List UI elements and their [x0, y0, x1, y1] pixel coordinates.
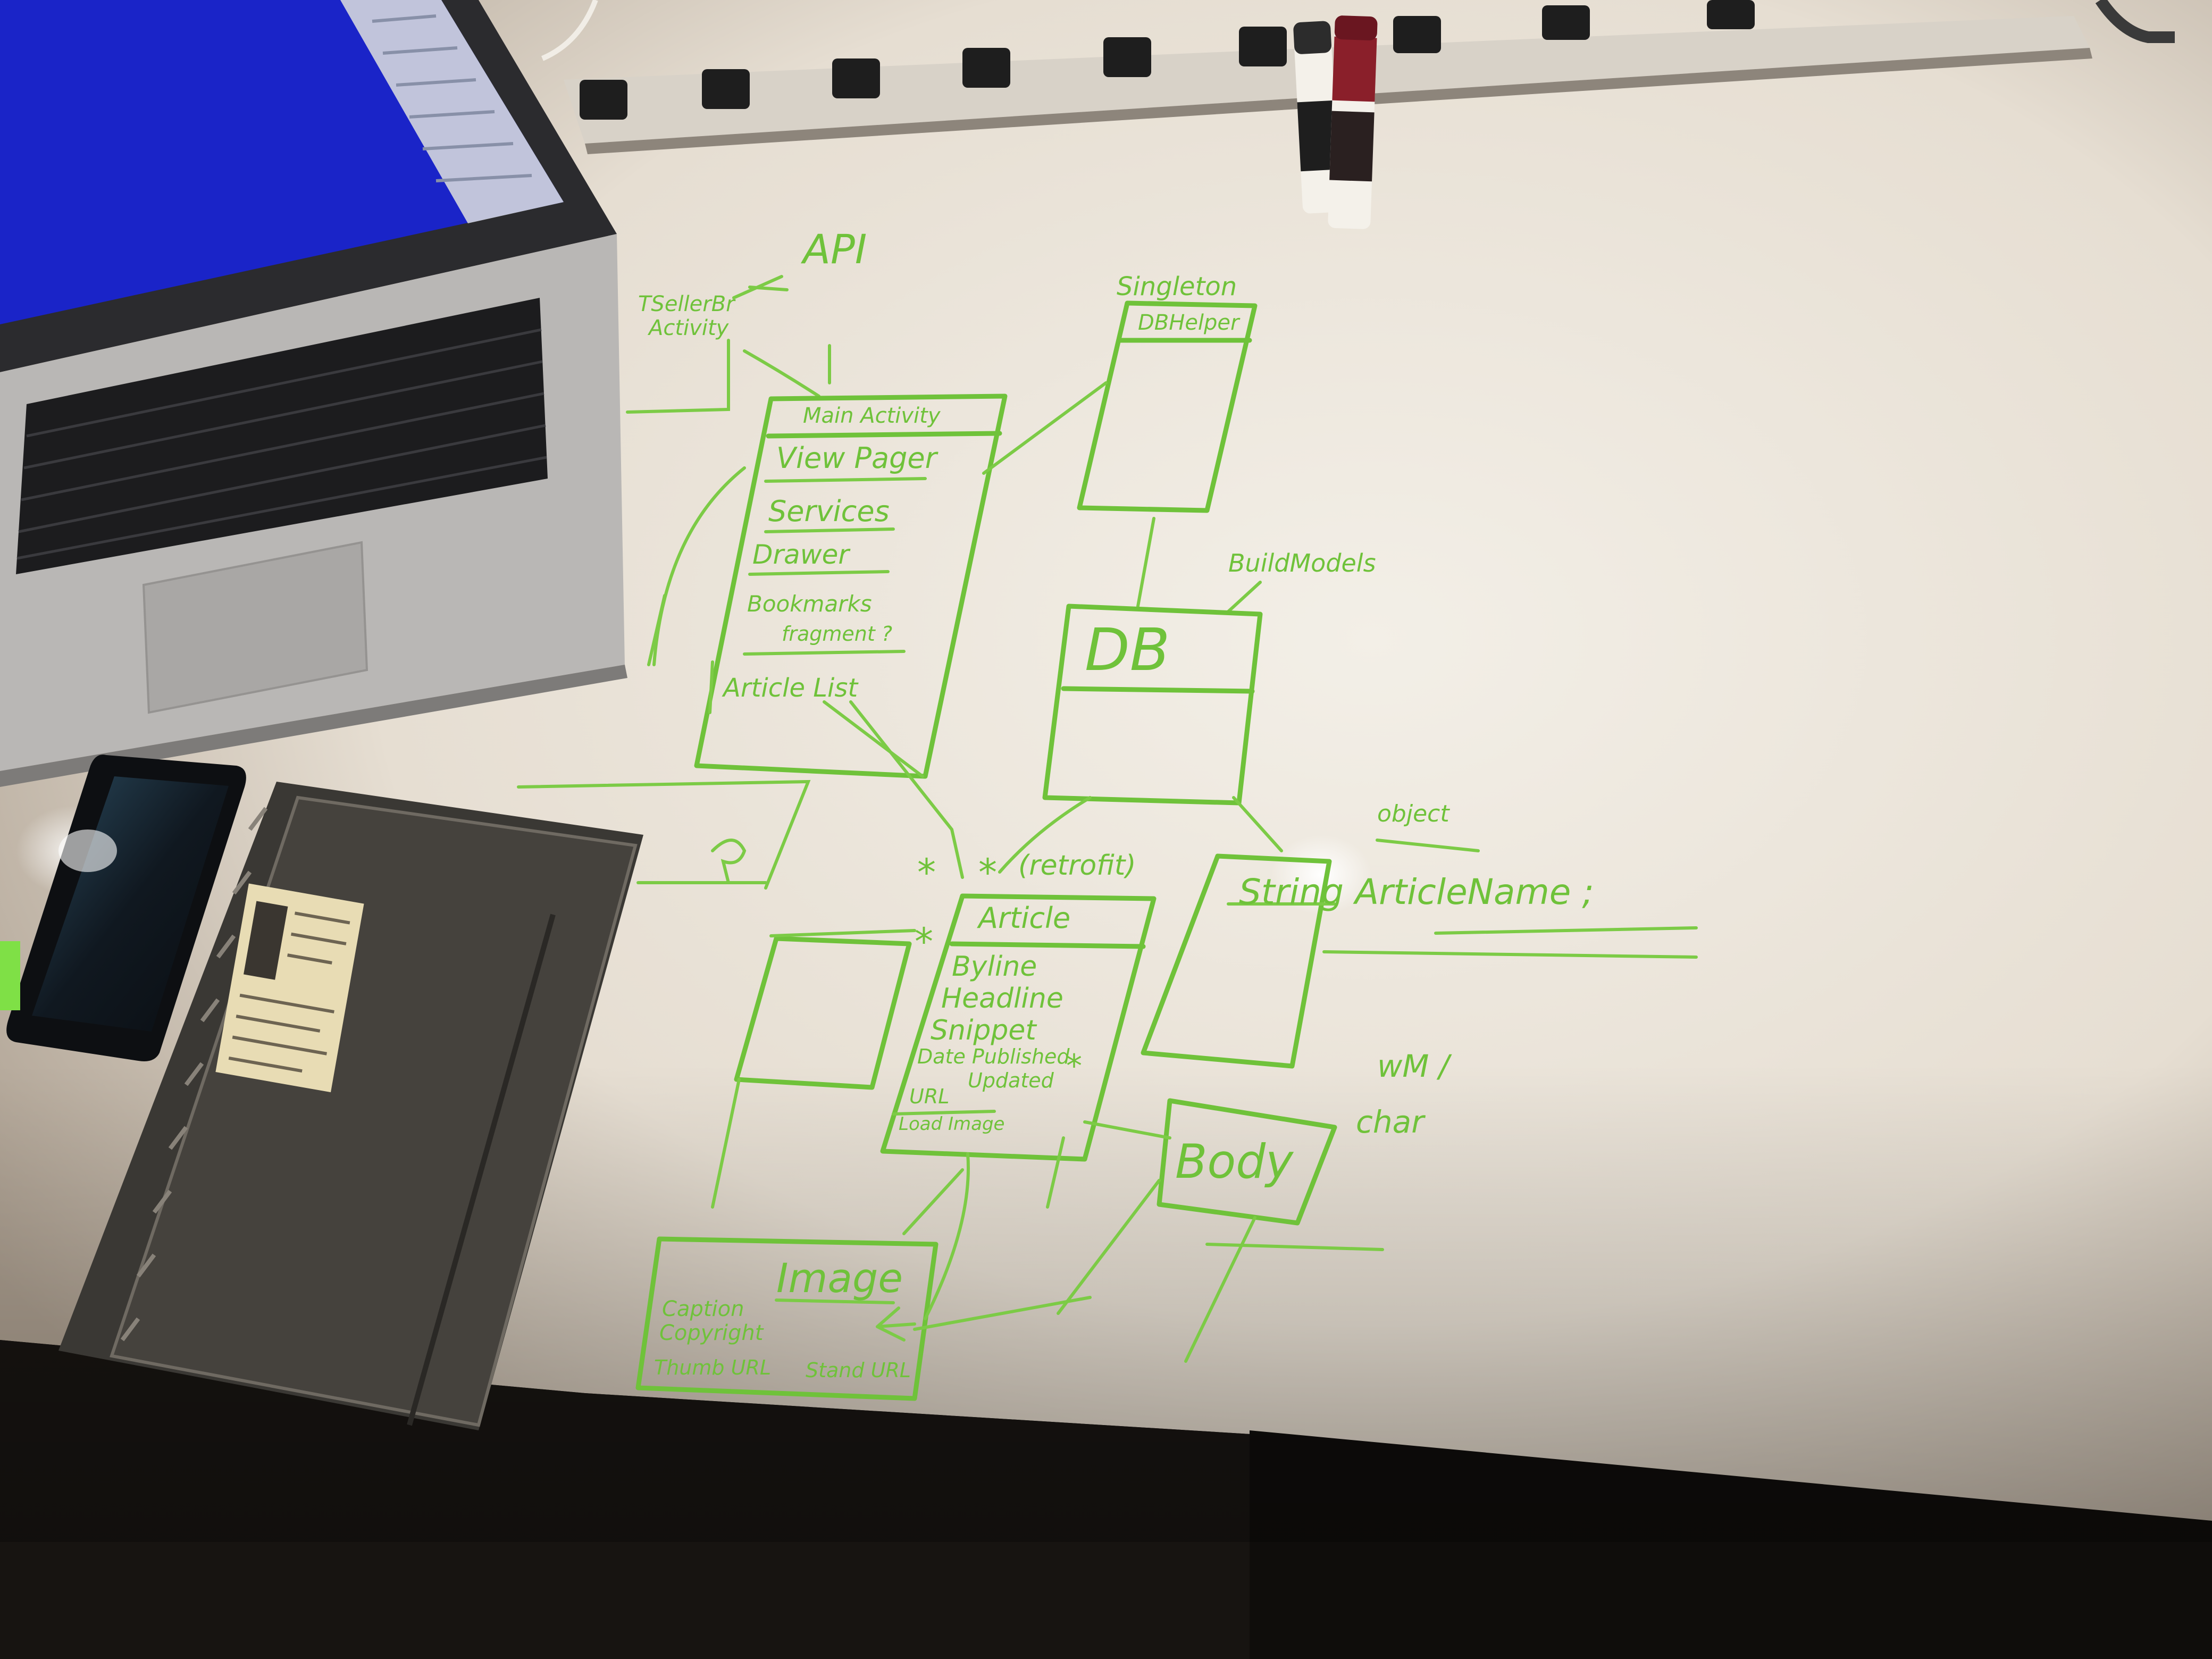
phone-screen	[32, 776, 229, 1032]
arrow-to-image	[876, 1306, 916, 1342]
api-arrow	[732, 275, 789, 299]
image-field: Caption	[662, 1297, 744, 1321]
outlet	[1103, 37, 1151, 77]
outlet	[702, 69, 750, 109]
dry-erase-markers	[1293, 15, 1378, 229]
article-field: Byline	[952, 951, 1037, 983]
main-activity-item: View Pager	[776, 441, 939, 475]
connector-line	[1205, 1243, 1384, 1251]
outlet	[1707, 0, 1755, 29]
multiplicity-star: *	[915, 920, 933, 963]
green-sticky-tab	[0, 941, 20, 1010]
dbhelper-class: DBHelper	[1077, 300, 1258, 513]
image-field: Copyright	[659, 1321, 764, 1345]
connector-line	[998, 796, 1092, 874]
object-label: object	[1377, 800, 1450, 827]
article-field: URL	[909, 1085, 949, 1108]
notebook	[58, 782, 643, 1430]
main-activity-class: Main Activity View Pager Services Drawer…	[694, 393, 1008, 779]
empty-box	[1141, 853, 1332, 1069]
multiplicity-star: *	[978, 851, 997, 894]
connector-line	[626, 339, 730, 414]
main-activity-item: Bookmarks	[747, 591, 872, 617]
connector-line	[1227, 581, 1262, 613]
empty-box	[734, 936, 912, 1090]
main-activity-item: Article List	[722, 673, 859, 703]
light-glare	[1271, 835, 1372, 915]
empty-box	[517, 780, 811, 890]
singleton-label: Singleton	[1117, 272, 1237, 301]
main-activity-title: Main Activity	[803, 404, 941, 428]
margin-note: wM /	[1377, 1048, 1452, 1084]
notebook-label	[215, 883, 364, 1093]
smartphone	[0, 755, 246, 1061]
outlet	[1393, 16, 1441, 53]
main-activity-item: Drawer	[752, 539, 851, 570]
connector-line	[1184, 1216, 1256, 1363]
whiteboard-diagram: API TSellerBr Activity Main Activity Vie…	[517, 225, 1698, 1401]
connector-line	[1057, 1179, 1161, 1315]
article-title: Article	[977, 901, 1070, 935]
laptop-trackpad	[142, 541, 368, 714]
connector-line	[823, 700, 924, 778]
ts-activity-label: Activity	[647, 316, 730, 340]
multiplicity-star: *	[1066, 1048, 1082, 1085]
notebook-spiral	[120, 807, 268, 1342]
image-title: Image	[776, 1254, 903, 1302]
image-field: Thumb URL	[654, 1356, 771, 1379]
api-label: API	[800, 225, 867, 273]
pin-doodle	[711, 839, 747, 884]
multiplicity-star: *	[917, 851, 936, 894]
image-field: Stand URL	[806, 1359, 911, 1382]
connector-line	[849, 700, 964, 879]
outlet	[962, 48, 1010, 88]
retrofit-label: (retrofit)	[1018, 850, 1136, 882]
body-class: Body	[1157, 1098, 1337, 1226]
laptop	[0, 0, 627, 787]
ts-activity-label: TSellerBr	[638, 292, 736, 316]
connector-line	[902, 1168, 964, 1235]
main-activity-item: Services	[768, 495, 890, 528]
connector-line	[652, 466, 746, 666]
main-activity-item: fragment ?	[782, 622, 892, 646]
connector-line	[1046, 1136, 1065, 1209]
article-class: Article Byline Headline Snippet Date Pub…	[880, 893, 1157, 1162]
dbhelper-title: DBHelper	[1138, 311, 1241, 335]
connector-line	[1136, 517, 1155, 608]
connector-line	[1232, 796, 1283, 852]
article-field: Headline	[941, 983, 1063, 1015]
outlet	[580, 80, 627, 120]
outlet	[1542, 5, 1590, 40]
underline	[1322, 926, 1698, 959]
connector-line	[743, 349, 820, 398]
margin-note: char	[1356, 1104, 1426, 1140]
image-class: Image Caption Copyright Thumb URL Stand …	[635, 1236, 939, 1401]
connector-line	[711, 1078, 741, 1209]
db-title: DB	[1085, 616, 1170, 684]
light-glare	[58, 830, 117, 872]
article-field: Date Published	[917, 1045, 1070, 1068]
build-models-label: BuildModels	[1228, 549, 1376, 577]
connector-line	[913, 1296, 1092, 1331]
connector-line	[924, 1152, 970, 1320]
article-field: Load Image	[899, 1113, 1004, 1135]
body-title: Body	[1175, 1134, 1294, 1189]
outlet	[832, 58, 880, 98]
string-declaration: String ArticleName ;	[1239, 872, 1594, 912]
article-field: Updated	[968, 1069, 1054, 1092]
article-field: Snippet	[931, 1015, 1037, 1046]
connector-line	[982, 381, 1108, 475]
connector-line	[1083, 1120, 1171, 1139]
underline	[1376, 839, 1480, 852]
outlet	[1239, 27, 1287, 66]
laptop-window-panel	[340, 0, 564, 223]
connector-line	[769, 929, 916, 937]
